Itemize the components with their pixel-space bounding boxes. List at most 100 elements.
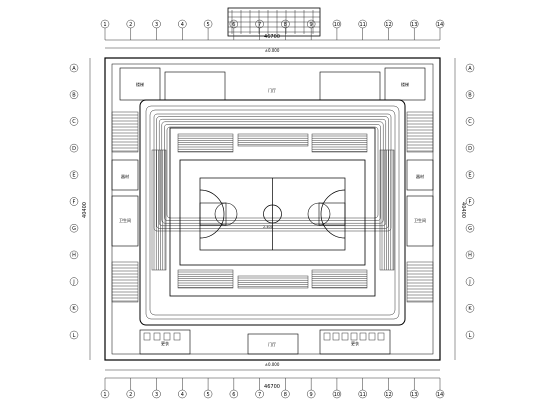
bottom-total-dimension: 46700 <box>264 384 280 390</box>
axis-bubble <box>69 117 79 126</box>
dimension-lines: 46700 46700 40400 40400 <box>82 34 466 390</box>
side-rooms: 器材 器材 卫生间 卫生间 <box>111 111 434 303</box>
axis-bubble <box>69 170 79 180</box>
axis-label: H <box>468 253 472 259</box>
axis-bubble <box>465 197 475 206</box>
axis-label: G <box>468 226 472 232</box>
axis-label: C <box>468 119 472 125</box>
top-entrance <box>227 7 321 37</box>
room-label: 器材 <box>416 173 424 179</box>
axis-bubble <box>69 330 79 340</box>
axis-label: J <box>468 279 470 285</box>
axis-bubble <box>69 277 79 286</box>
axis-label: B <box>468 93 472 99</box>
axis-label: 12 <box>385 392 391 398</box>
axis-label: 1 <box>103 392 106 398</box>
axis-bubble <box>69 197 79 206</box>
axis-label: 3 <box>155 392 158 398</box>
axis-bubble <box>465 90 475 99</box>
axis-bubble <box>69 143 79 153</box>
axis-label: 1 <box>103 22 106 28</box>
axis-bubble <box>465 277 475 286</box>
room-label: 卫生间 <box>119 217 131 223</box>
room-label: 楼梯 <box>401 81 409 87</box>
axis-label: 6 <box>232 22 235 28</box>
basketball-court: 2.400 <box>179 159 366 266</box>
axis-label: 10 <box>334 392 340 398</box>
axis-label: 9 <box>310 392 313 398</box>
axis-label: 14 <box>437 22 443 28</box>
axis-label: L <box>469 333 472 339</box>
arena-seating <box>139 99 406 326</box>
right-total-dimension: 40400 <box>460 202 466 218</box>
axis-label: B <box>72 93 76 99</box>
axis-label: H <box>72 253 76 259</box>
axis-label: 13 <box>411 392 417 398</box>
axis-label: 5 <box>206 392 209 398</box>
axis-label: D <box>72 146 76 152</box>
top-total-dimension: 46700 <box>264 34 280 40</box>
axis-label: 9 <box>310 22 313 28</box>
axis-label: F <box>469 199 472 205</box>
axis-label: 12 <box>385 22 391 28</box>
axis-label: J <box>72 279 74 285</box>
court-label: 2.400 <box>263 225 273 229</box>
axis-label: 6 <box>232 392 235 398</box>
axis-bubble <box>465 304 475 313</box>
axis-label: 13 <box>411 22 417 28</box>
level-mark: ±0.000 <box>265 362 280 367</box>
bottom-rooms: 更衣 更衣 门厅 ±0.000 <box>139 329 391 367</box>
room-label: 器材 <box>121 173 129 179</box>
axis-label: 3 <box>155 22 158 28</box>
room-label: 门厅 <box>268 341 276 347</box>
axis-label: E <box>468 173 471 179</box>
axis-bubble <box>465 170 475 180</box>
axis-label: 7 <box>258 22 261 28</box>
axis-bubble <box>69 250 79 260</box>
axis-label: A <box>468 66 472 72</box>
axis-label: L <box>73 333 76 339</box>
axis-bubble <box>465 223 475 233</box>
left-total-dimension: 40400 <box>82 202 88 218</box>
axis-label: K <box>72 306 76 312</box>
room-label: 卫生间 <box>414 217 426 223</box>
axis-label: A <box>72 66 76 72</box>
room-label: 门厅 <box>268 87 276 93</box>
axis-label: G <box>72 226 76 232</box>
axis-bubble <box>69 63 79 73</box>
axis-bubble <box>465 63 475 73</box>
axis-label: F <box>73 199 76 205</box>
axis-bubble <box>69 304 79 313</box>
axis-bubble <box>465 330 475 340</box>
axis-label: 2 <box>129 22 132 28</box>
axis-label: 10 <box>334 22 340 28</box>
row-axis-bubbles-right: A B C D E F G H J K L <box>465 63 475 340</box>
top-rooms: 楼梯 楼梯 门厅 ±0.000 <box>119 48 426 101</box>
axis-label: 8 <box>284 22 287 28</box>
axis-label: 5 <box>206 22 209 28</box>
axis-bubble <box>465 143 475 153</box>
axis-label: 7 <box>258 392 261 398</box>
axis-label: D <box>468 146 472 152</box>
level-mark: ±0.000 <box>265 48 280 53</box>
axis-label: 14 <box>437 392 443 398</box>
axis-label: E <box>72 173 75 179</box>
room-label: 更衣 <box>351 340 359 346</box>
row-axis-bubbles-left: A B C D E F G H J K L <box>69 63 79 340</box>
axis-label: C <box>72 119 76 125</box>
axis-label: 4 <box>181 22 184 28</box>
axis-bubble <box>69 223 79 233</box>
axis-label: 11 <box>360 22 366 28</box>
axis-bubble <box>465 117 475 126</box>
axis-label: 2 <box>129 392 132 398</box>
axis-label: K <box>468 306 472 312</box>
axis-bubble <box>69 90 79 99</box>
room-label: 楼梯 <box>136 81 144 87</box>
axis-bubble <box>465 250 475 260</box>
room-label: 更衣 <box>161 340 169 346</box>
axis-label: 11 <box>360 392 366 398</box>
axis-label: 4 <box>181 392 184 398</box>
